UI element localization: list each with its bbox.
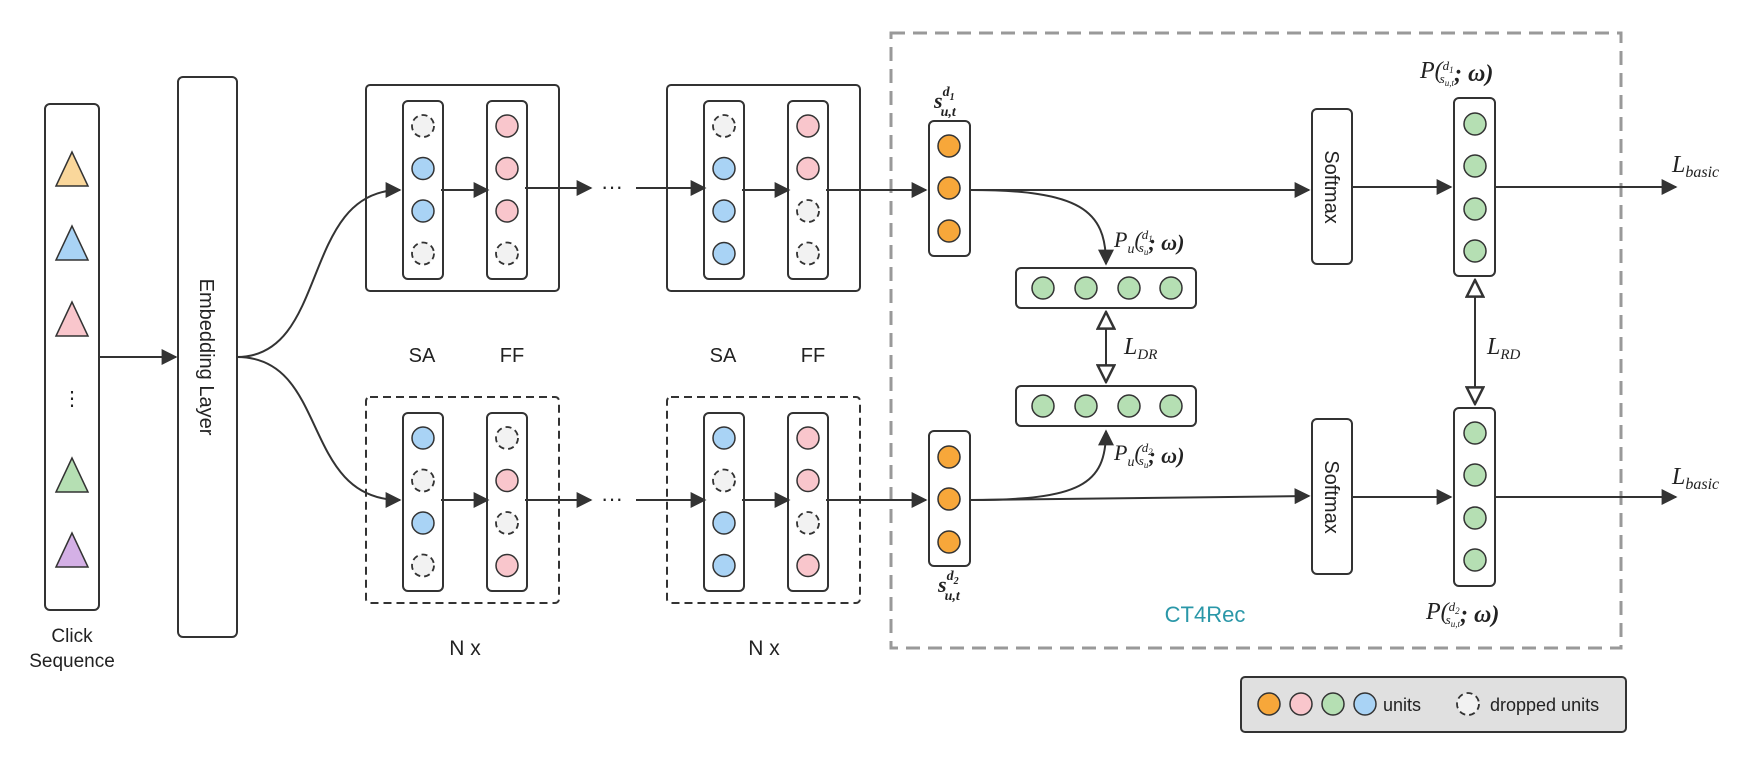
legend-units-label: units bbox=[1383, 695, 1421, 715]
pu-top-distribution bbox=[1015, 267, 1197, 309]
sa-column bbox=[402, 412, 444, 592]
seq-repr-top bbox=[928, 120, 971, 257]
unit bbox=[495, 199, 519, 223]
dropped-unit bbox=[411, 114, 435, 138]
dropped-unit bbox=[495, 426, 519, 450]
unit bbox=[495, 114, 519, 138]
legend-unit-icon bbox=[1257, 692, 1281, 716]
dropped-unit bbox=[796, 511, 820, 535]
unit bbox=[712, 156, 736, 181]
sequence-ellipsis: ⋮ bbox=[62, 388, 82, 410]
ct4rec-title: CT4Rec bbox=[1165, 602, 1246, 627]
seq-repr-bottom bbox=[928, 430, 971, 567]
unit bbox=[712, 199, 736, 223]
arrow bbox=[969, 429, 1114, 501]
legend: units dropped units bbox=[1240, 676, 1627, 733]
item-triangle-icon bbox=[54, 531, 90, 568]
loss-dr-label: LDR bbox=[1123, 334, 1157, 363]
layer-ellipsis: ··· bbox=[601, 174, 623, 199]
unit bbox=[712, 426, 736, 450]
dropped-unit bbox=[495, 511, 519, 535]
click-sequence: ⋮ bbox=[44, 103, 100, 611]
unit bbox=[712, 241, 736, 266]
legend-dropped-icon bbox=[1456, 692, 1480, 716]
repeat-label: N x bbox=[748, 637, 780, 660]
legend-dropped-label: dropped units bbox=[1490, 695, 1599, 715]
repeat-label: N x bbox=[449, 637, 481, 660]
sa-column bbox=[402, 100, 444, 280]
item-triangle-icon bbox=[54, 300, 90, 337]
unit bbox=[796, 553, 820, 578]
unit bbox=[796, 156, 820, 181]
arrow bbox=[236, 182, 402, 358]
unit bbox=[411, 156, 435, 181]
unit bbox=[796, 114, 820, 138]
loss-basic-label: Lbasic bbox=[1671, 152, 1719, 181]
arrow bbox=[969, 189, 1114, 266]
legend-unit-icon bbox=[1321, 692, 1345, 716]
dropped-unit bbox=[411, 468, 435, 493]
ff-column bbox=[486, 100, 528, 280]
p-top-distribution bbox=[1453, 97, 1496, 277]
arrow bbox=[236, 356, 402, 508]
item-triangle-icon bbox=[54, 150, 90, 187]
unit bbox=[495, 553, 519, 578]
layer-ellipsis: ··· bbox=[601, 486, 623, 511]
item-triangle-icon bbox=[54, 224, 90, 261]
dropped-unit bbox=[495, 241, 519, 266]
ff-column bbox=[787, 412, 829, 592]
unit bbox=[712, 511, 736, 535]
unit bbox=[495, 468, 519, 493]
unit bbox=[796, 426, 820, 450]
unit bbox=[411, 426, 435, 450]
sa-label: SA bbox=[710, 345, 737, 367]
dropped-unit bbox=[411, 241, 435, 266]
unit bbox=[495, 156, 519, 181]
ff-column bbox=[486, 412, 528, 592]
legend-unit-icon bbox=[1289, 692, 1313, 716]
sa-label: SA bbox=[409, 345, 436, 367]
softmax-label: Softmax bbox=[1320, 150, 1342, 223]
dropped-unit bbox=[796, 241, 820, 266]
dropped-unit bbox=[411, 553, 435, 578]
dropped-unit bbox=[712, 468, 736, 493]
unit bbox=[411, 199, 435, 223]
ct4rec-region bbox=[889, 31, 1623, 650]
ff-column bbox=[787, 100, 829, 280]
unit bbox=[712, 553, 736, 578]
ff-label: FF bbox=[500, 345, 524, 367]
unit bbox=[796, 468, 820, 493]
item-triangle-icon bbox=[54, 456, 90, 493]
pu-bottom-distribution bbox=[1015, 385, 1197, 427]
dropped-unit bbox=[712, 114, 736, 138]
loss-basic-label: Lbasic bbox=[1671, 464, 1719, 493]
dropped-unit bbox=[796, 199, 820, 223]
softmax-label: Softmax bbox=[1320, 460, 1342, 533]
click-sequence-label: Click bbox=[51, 626, 93, 647]
sa-column bbox=[703, 412, 745, 592]
arrow bbox=[969, 488, 1311, 505]
ff-label: FF bbox=[801, 345, 825, 367]
click-sequence-label-2: Sequence bbox=[29, 651, 115, 672]
loss-rd-label: LRD bbox=[1486, 334, 1521, 363]
legend-unit-icon bbox=[1353, 692, 1377, 716]
embedding-layer-label: Embedding Layer bbox=[195, 279, 217, 436]
p-bottom-distribution bbox=[1453, 407, 1496, 587]
unit bbox=[411, 511, 435, 535]
sa-column bbox=[703, 100, 745, 280]
